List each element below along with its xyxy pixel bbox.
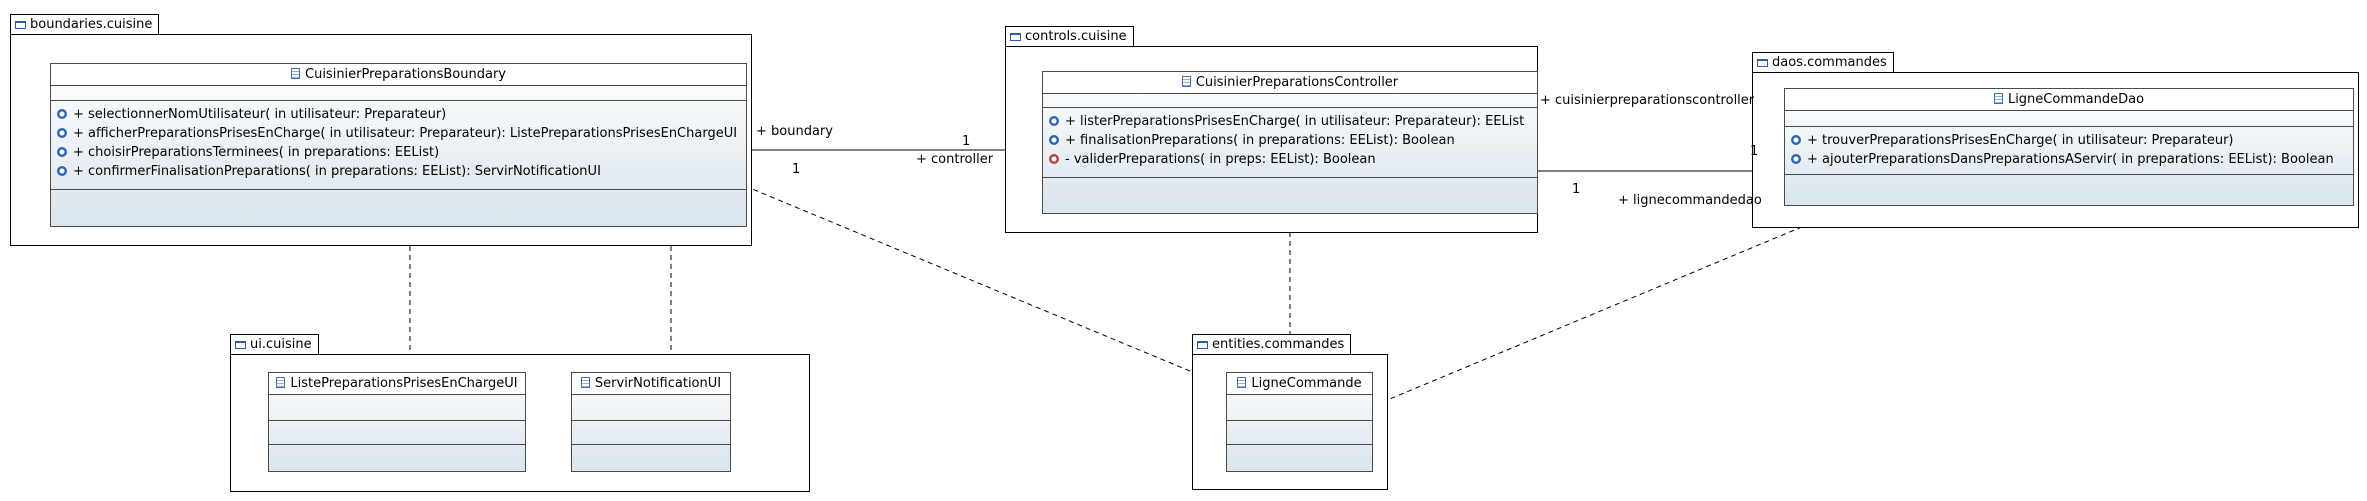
multiplicity-controller: 1: [962, 134, 971, 149]
folder-icon: [235, 341, 246, 349]
operations-compartment: + selectionnerNomUtilisateur( in utilisa…: [51, 101, 746, 190]
role-label-boundary: + boundary: [756, 124, 833, 139]
folder-icon: [1197, 341, 1208, 349]
operation-row[interactable]: + confirmerFinalisationPreparations( in …: [51, 162, 746, 181]
operation-row[interactable]: + afficherPreparationsPrisesEnCharge( in…: [51, 124, 746, 143]
class-name: LigneCommande: [1251, 376, 1362, 391]
operation-text: + confirmerFinalisationPreparations( in …: [73, 164, 601, 179]
multiplicity-boundary: 1: [792, 162, 801, 177]
operation-row[interactable]: + choisirPreparationsTerminees( in prepa…: [51, 143, 746, 162]
operation-row[interactable]: + trouverPreparationsPrisesEnCharge( in …: [1785, 131, 2353, 150]
class-name: ServirNotificationUI: [594, 376, 722, 391]
class-header: LigneCommande: [1227, 373, 1372, 395]
operations-compartment: + trouverPreparationsPrisesEnCharge( in …: [1785, 127, 2353, 175]
operation-text: + trouverPreparationsPrisesEnCharge( in …: [1807, 133, 2234, 148]
public-operation-icon: [57, 166, 67, 176]
package-tab-controls[interactable]: controls.cuisine: [1005, 26, 1134, 46]
attributes-compartment: [1227, 395, 1372, 421]
multiplicity-dao: 1: [1750, 144, 1759, 159]
public-operation-icon: [1791, 154, 1801, 164]
package-name: boundaries.cuisine: [30, 17, 153, 32]
package-tab-ui[interactable]: ui.cuisine: [230, 334, 319, 354]
extra-compartment: [572, 445, 730, 471]
attributes-compartment: [269, 395, 525, 421]
operation-text: + listerPreparationsPrisesEnCharge( in u…: [1065, 114, 1525, 129]
operation-row[interactable]: - validerPreparations( in preps: EEList)…: [1043, 150, 1537, 169]
class-icon: [276, 377, 286, 388]
class-header: ListePreparationsPrisesEnChargeUI: [269, 373, 525, 395]
class-cuisinier-preparations-controller[interactable]: CuisinierPreparationsController + lister…: [1042, 71, 1538, 214]
operation-text: + ajouterPreparationsDansPreparationsASe…: [1807, 152, 2334, 167]
dependency-boundary-lignecommande: [744, 185, 1226, 386]
public-operation-icon: [1791, 135, 1801, 145]
dependency-dao-lignecommande: [1373, 205, 1853, 406]
class-liste-preparations-ui[interactable]: ListePreparationsPrisesEnChargeUI: [268, 372, 526, 472]
class-name: ListePreparationsPrisesEnChargeUI: [290, 376, 518, 391]
folder-icon: [1757, 59, 1768, 67]
package-tab-boundaries[interactable]: boundaries.cuisine: [10, 14, 160, 34]
operation-text: + choisirPreparationsTerminees( in prepa…: [73, 145, 440, 160]
attributes-compartment: [1785, 111, 2353, 127]
attributes-compartment: [572, 395, 730, 421]
class-icon: [1993, 93, 2003, 104]
operations-compartment: + listerPreparationsPrisesEnCharge( in u…: [1043, 108, 1537, 178]
class-icon: [580, 377, 590, 388]
class-icon: [1181, 76, 1191, 87]
class-name: CuisinierPreparationsController: [1195, 75, 1399, 90]
extra-compartment: [1785, 175, 2353, 205]
folder-icon: [15, 21, 26, 29]
class-name: CuisinierPreparationsBoundary: [305, 67, 506, 82]
role-label-controller: + controller: [916, 152, 994, 167]
folder-icon: [1010, 33, 1021, 41]
operations-compartment: [1227, 421, 1372, 445]
package-tab-daos[interactable]: daos.commandes: [1752, 52, 1894, 72]
class-icon: [291, 68, 300, 79]
class-header: CuisinierPreparationsController: [1043, 72, 1537, 94]
operations-compartment: [572, 421, 730, 445]
class-ligne-commande-dao[interactable]: LigneCommandeDao + trouverPreparationsPr…: [1784, 88, 2354, 206]
package-name: controls.cuisine: [1025, 29, 1127, 44]
operation-row[interactable]: + finalisationPreparations( in preparati…: [1043, 131, 1537, 150]
private-operation-icon: [1049, 154, 1059, 164]
public-operation-icon: [57, 109, 67, 119]
class-servir-notification-ui[interactable]: ServirNotificationUI: [571, 372, 731, 472]
package-name: daos.commandes: [1772, 55, 1887, 70]
extra-compartment: [1227, 445, 1372, 471]
multiplicity-controller-dao-source: 1: [1572, 182, 1581, 197]
extra-compartment: [1043, 178, 1537, 213]
operation-text: + selectionnerNomUtilisateur( in utilisa…: [73, 107, 447, 122]
class-icon: [1237, 377, 1247, 388]
operation-text: - validerPreparations( in preps: EEList)…: [1065, 152, 1376, 167]
class-header: LigneCommandeDao: [1785, 89, 2353, 111]
class-cuisinier-preparations-boundary[interactable]: CuisinierPreparationsBoundary + selectio…: [50, 63, 747, 227]
public-operation-icon: [57, 128, 67, 138]
role-label-cuisinierpreparationscontroller: + cuisinierpreparationscontroller: [1540, 93, 1755, 108]
attributes-compartment: [1043, 94, 1537, 108]
extra-compartment: [51, 190, 746, 226]
role-label-lignecommandedao: + lignecommandedao: [1618, 193, 1762, 208]
class-ligne-commande[interactable]: LigneCommande: [1226, 372, 1373, 472]
public-operation-icon: [1049, 135, 1059, 145]
package-name: entities.commandes: [1212, 337, 1345, 352]
package-name: ui.cuisine: [250, 337, 312, 352]
class-header: ServirNotificationUI: [572, 373, 730, 395]
operation-row[interactable]: + selectionnerNomUtilisateur( in utilisa…: [51, 105, 746, 124]
operation-row[interactable]: + ajouterPreparationsDansPreparationsASe…: [1785, 150, 2353, 169]
public-operation-icon: [1049, 116, 1059, 126]
operation-row[interactable]: + listerPreparationsPrisesEnCharge( in u…: [1043, 112, 1537, 131]
operations-compartment: [269, 421, 525, 445]
attributes-compartment: [51, 86, 746, 101]
operation-text: + finalisationPreparations( in preparati…: [1065, 133, 1455, 148]
public-operation-icon: [57, 147, 67, 157]
class-header: CuisinierPreparationsBoundary: [51, 64, 746, 86]
operation-text: + afficherPreparationsPrisesEnCharge( in…: [73, 126, 738, 141]
package-tab-entities[interactable]: entities.commandes: [1192, 334, 1352, 354]
class-name: LigneCommandeDao: [2007, 92, 2145, 107]
extra-compartment: [269, 445, 525, 471]
